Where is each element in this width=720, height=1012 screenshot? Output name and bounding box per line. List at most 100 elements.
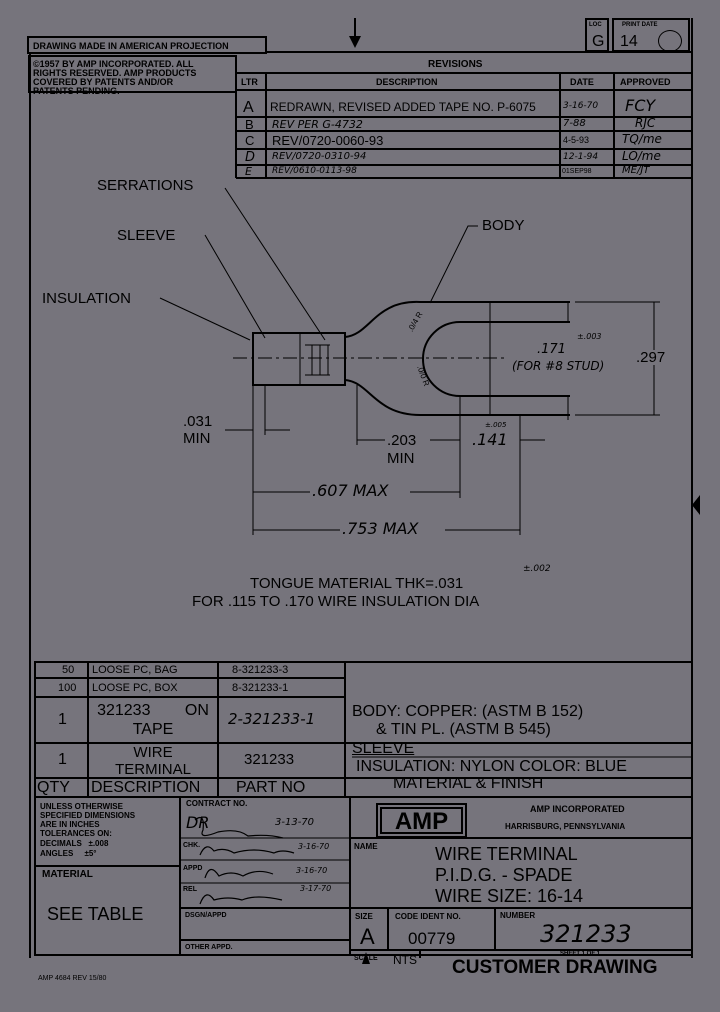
print-date-value: 14: [620, 33, 638, 50]
sleeve-leader: [204, 234, 266, 339]
rev-col-ltr: LTR: [241, 77, 258, 87]
customer-drawing: CUSTOMER DRAWING: [452, 957, 658, 978]
dr-signature: DR: [186, 813, 210, 832]
body-leader: [429, 225, 478, 304]
serrations-leader: [224, 187, 326, 341]
rev-approved: RJC: [635, 116, 656, 130]
right-center-arrow: [692, 495, 700, 515]
qty: 1: [58, 751, 67, 768]
company-location: HARRISBURG, PENNSYLVANIA: [505, 822, 626, 831]
label-body: BODY: [482, 217, 525, 234]
rev-description: REV/0720-0060-93: [272, 133, 384, 148]
code-ident-value: 00779: [408, 929, 456, 948]
rev-ltr: A: [243, 99, 254, 116]
rel-date: 3-17-70: [300, 884, 332, 893]
part-no: 8-321233-3: [232, 664, 289, 676]
rev-date: 01SEP98: [562, 168, 592, 175]
print-date-circle: [658, 30, 682, 52]
part-no: 8-321233-1: [232, 682, 289, 694]
material-insulation: INSULATION: NYLON COLOR: BLUE: [356, 758, 627, 775]
loc-box: LOC G: [585, 18, 609, 52]
dim-141-tol: ±.005: [485, 421, 507, 429]
col-part-no: PART NO: [236, 779, 306, 796]
rev-approved: FCY: [625, 96, 656, 115]
col-qty: QTY: [37, 779, 70, 796]
number-label: NUMBER: [500, 911, 536, 920]
part-name-line: WIRE SIZE: 16-14: [435, 886, 584, 906]
material-body: BODY: COPPER: (ASTM B 152): [352, 703, 584, 720]
amp-logo-text: AMP: [380, 807, 463, 835]
serrations-lines: [305, 344, 330, 376]
material-sleeve: SLEEVE: [352, 740, 415, 757]
rev-description: REV/0720-0310-94: [272, 151, 367, 162]
size-value: A: [360, 924, 375, 949]
dim-297: .297: [636, 349, 666, 366]
label-sleeve: SLEEVE: [117, 227, 176, 244]
company-name: AMP INCORPORATED: [530, 804, 625, 814]
copyright-line: RIGHTS RESERVED. AMP PRODUCTS: [33, 68, 197, 78]
code-ident-label: CODE IDENT NO.: [395, 912, 461, 921]
rev-description: REV/0610-0113-98: [272, 166, 357, 176]
amp-logo: AMP: [376, 803, 467, 838]
insulation-leader: [159, 297, 251, 341]
rel-label: REL: [183, 886, 197, 893]
rev-col-description: DESCRIPTION: [376, 77, 438, 87]
material-value: SEE TABLE: [47, 904, 144, 924]
name-label: NAME: [354, 842, 378, 851]
tolerance-line: ANGLES ±5°: [40, 849, 97, 858]
sleeve-outline: [252, 332, 346, 386]
copyright-line: PATENTS PENDING.: [33, 86, 120, 96]
scale-value: NTS: [393, 953, 417, 967]
rev-date: 12-1-94: [563, 152, 599, 162]
tolerance-line: TOLERANCES ON:: [40, 829, 112, 838]
appd-label: APPD: [183, 865, 203, 872]
tolerance-line: ARE IN INCHES: [40, 820, 100, 829]
loc-label: LOC: [589, 22, 602, 28]
rev-approved: TQ/me: [622, 132, 662, 146]
dim-203-min: MIN: [387, 450, 415, 467]
description: LOOSE PC, BOX: [92, 682, 178, 694]
dim-171: .171: [537, 342, 566, 357]
col-description: DESCRIPTION: [91, 779, 201, 796]
dsgn-label: DSGN/APPD: [185, 912, 227, 919]
dim-171-note: (FOR #8 STUD): [512, 359, 605, 373]
tolerance-line: UNLESS OTHERWISE: [40, 802, 123, 811]
dim-141: .141: [472, 430, 508, 449]
fork-slot-outline: [422, 321, 570, 397]
description: WIRE TERMINAL: [115, 744, 191, 778]
rev-ltr: D: [245, 150, 256, 165]
note-insulation-dia: FOR .115 TO .170 WIRE INSULATION DIA: [192, 593, 480, 610]
projection-note-box: DRAWING MADE IN AMERICAN PROJECTION: [27, 36, 267, 54]
form-number: AMP 4684 REV 15/80: [38, 975, 107, 982]
dim-753: .753 MAX: [342, 519, 419, 538]
body-bottom-outline: [344, 379, 570, 416]
copyright-line: COVERED BY PATENTS AND/OR: [33, 77, 174, 87]
appd-date: 3-16-70: [296, 866, 328, 875]
rev-ltr: B: [245, 117, 254, 132]
qty: 1: [58, 711, 67, 728]
revisions-title: REVISIONS: [428, 59, 483, 70]
print-date-label: PRINT DATE: [622, 22, 658, 28]
description: LOOSE PC, BAG: [92, 664, 178, 676]
note-tongue-thickness: TONGUE MATERIAL THK=.031: [250, 575, 464, 592]
material-finish: & TIN PL. (ASTM B 545): [376, 721, 551, 738]
rev-date: 4-5-93: [563, 135, 590, 145]
copyright-line: ©1957 BY AMP INCORPORATED. ALL: [33, 59, 194, 69]
rev-date: 3-16-70: [563, 101, 599, 111]
chk-label: CHK.: [183, 842, 201, 849]
projection-note: DRAWING MADE IN AMERICAN PROJECTION: [33, 41, 229, 51]
label-insulation: INSULATION: [42, 290, 131, 307]
rev-description: REV PER G-4732: [272, 118, 363, 131]
drawing-number: 321233: [540, 920, 632, 948]
col-material-finish: MATERIAL & FINISH: [393, 775, 544, 792]
print-date-box: PRINT DATE 14: [612, 18, 690, 52]
size-label: SIZE: [355, 912, 373, 921]
material-label: MATERIAL: [42, 869, 93, 880]
dr-date: 3-13-70: [275, 817, 315, 828]
part-no: 2-321233-1: [228, 710, 316, 728]
part-name-line: WIRE TERMINAL: [435, 844, 578, 864]
scale-label: SCALE: [354, 955, 378, 962]
rev-approved: ME/JT: [622, 165, 650, 176]
chk-date: 3-16-70: [298, 842, 330, 851]
